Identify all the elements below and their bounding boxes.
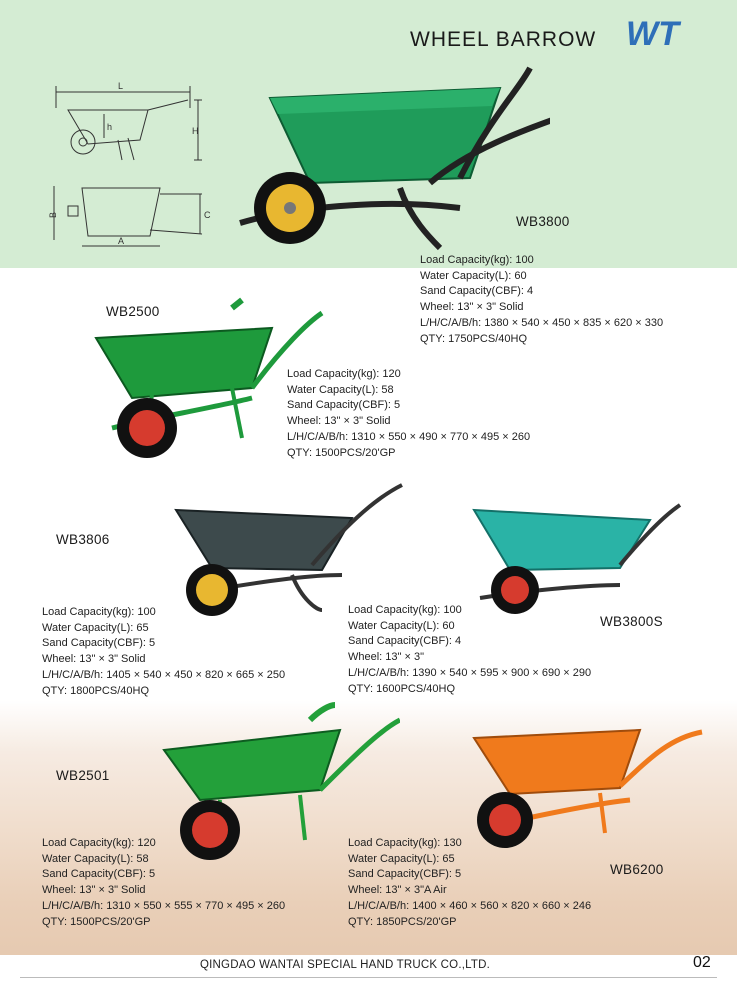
product-image-wb2500 xyxy=(94,297,324,458)
spec-line: L/H/C/A/B/h: 1400 × 460 × 560 × 820 × 66… xyxy=(348,899,592,912)
spec-line: Sand Capacity(CBF): 5 xyxy=(42,637,156,650)
spec-line: Wheel: 13" × 3" Solid xyxy=(420,301,524,314)
spec-line: L/H/C/A/B/h: 1310 × 550 × 490 × 770 × 49… xyxy=(287,430,531,443)
spec-line: Load Capacity(kg): 120 xyxy=(287,368,401,380)
spec-line: QTY: 1500PCS/20'GP xyxy=(287,446,396,459)
product-image-wb3800s xyxy=(472,503,682,614)
dimension-drawing-side: L h H xyxy=(55,81,202,161)
drawing-label-l: L xyxy=(118,81,123,91)
model-label-wb6200: WB6200 xyxy=(610,862,664,877)
spec-line: Sand Capacity(CBF): 4 xyxy=(420,285,534,298)
spec-line: QTY: 1800PCS/40HQ xyxy=(42,684,149,697)
spec-line: Sand Capacity(CBF): 5 xyxy=(348,868,462,881)
product-image-wb3806 xyxy=(174,483,403,616)
spec-line: Water Capacity(L): 58 xyxy=(287,383,394,396)
spec-line: L/H/C/A/B/h: 1380 × 540 × 450 × 835 × 62… xyxy=(420,316,664,329)
spec-line: QTY: 1600PCS/40HQ xyxy=(348,682,455,695)
spec-block-wb6200: Load Capacity(kg): 130 Water Capacity(L)… xyxy=(348,836,591,930)
spec-line: Water Capacity(L): 65 xyxy=(42,621,149,634)
spec-line: Wheel: 13" × 3" Solid xyxy=(42,884,146,897)
spec-line: Sand Capacity(CBF): 5 xyxy=(42,868,156,881)
spec-line: Wheel: 13" × 3" Solid xyxy=(42,653,146,666)
drawing-label-c: C xyxy=(204,210,211,220)
logo-text: WT xyxy=(626,15,682,50)
model-label-wb3800: WB3800 xyxy=(516,214,570,229)
spec-block-wb3800: Load Capacity(kg): 100 Water Capacity(L)… xyxy=(420,253,663,347)
spec-line: Wheel: 13" × 3" xyxy=(348,651,424,664)
model-label-wb2501: WB2501 xyxy=(56,768,110,783)
footer-company-name: QINGDAO WANTAI SPECIAL HAND TRUCK CO.,LT… xyxy=(200,959,490,971)
spec-line: Load Capacity(kg): 120 xyxy=(42,837,156,849)
drawing-label-h: H xyxy=(192,126,199,136)
spec-block-wb3800s: Load Capacity(kg): 100 Water Capacity(L)… xyxy=(348,603,591,697)
drawing-label-a: A xyxy=(118,236,124,246)
product-image-wb3800 xyxy=(239,66,550,251)
product-image-wb6200 xyxy=(472,728,703,848)
spec-line: Load Capacity(kg): 130 xyxy=(348,837,462,849)
spec-line: Wheel: 13" × 3"A Air xyxy=(348,884,447,897)
drawing-label-b: B xyxy=(48,212,58,218)
spec-line: Load Capacity(kg): 100 xyxy=(42,606,156,618)
spec-line: QTY: 1500PCS/20'GP xyxy=(42,915,151,928)
spec-line: Water Capacity(L): 65 xyxy=(348,852,455,865)
page-number: 02 xyxy=(693,954,711,971)
spec-line: QTY: 1750PCS/40HQ xyxy=(420,332,527,345)
spec-line: L/H/C/A/B/h: 1390 × 540 × 595 × 900 × 69… xyxy=(348,666,592,679)
spec-line: Water Capacity(L): 60 xyxy=(420,269,527,282)
product-image-wb2501 xyxy=(162,702,400,860)
spec-line: L/H/C/A/B/h: 1310 × 550 × 555 × 770 × 49… xyxy=(42,899,286,912)
spec-line: QTY: 1850PCS/20'GP xyxy=(348,915,457,928)
spec-line: Sand Capacity(CBF): 4 xyxy=(348,635,462,648)
footer-divider xyxy=(20,977,717,978)
model-label-wb2500: WB2500 xyxy=(106,304,160,319)
spec-line: Load Capacity(kg): 100 xyxy=(348,604,462,616)
brand-logo: WT xyxy=(626,15,682,50)
spec-line: Sand Capacity(CBF): 5 xyxy=(287,399,401,412)
spec-line: Water Capacity(L): 60 xyxy=(348,619,455,632)
model-label-wb3806: WB3806 xyxy=(56,532,110,547)
spec-line: Wheel: 13" × 3" Solid xyxy=(287,415,391,428)
spec-line: Load Capacity(kg): 100 xyxy=(420,254,534,266)
drawing-label-h-small: h xyxy=(107,122,112,132)
spec-line: L/H/C/A/B/h: 1405 × 540 × 450 × 820 × 66… xyxy=(42,668,286,681)
spec-block-wb2500: Load Capacity(kg): 120 Water Capacity(L)… xyxy=(287,367,530,461)
spec-block-wb2501: Load Capacity(kg): 120 Water Capacity(L)… xyxy=(42,836,285,930)
model-label-wb3800s: WB3800S xyxy=(600,614,663,629)
dimension-drawing-top: B C A xyxy=(48,186,211,247)
spec-block-wb3806: Load Capacity(kg): 100 Water Capacity(L)… xyxy=(42,605,285,699)
spec-line: Water Capacity(L): 58 xyxy=(42,852,149,865)
page-title: WHEEL BARROW xyxy=(410,28,597,51)
